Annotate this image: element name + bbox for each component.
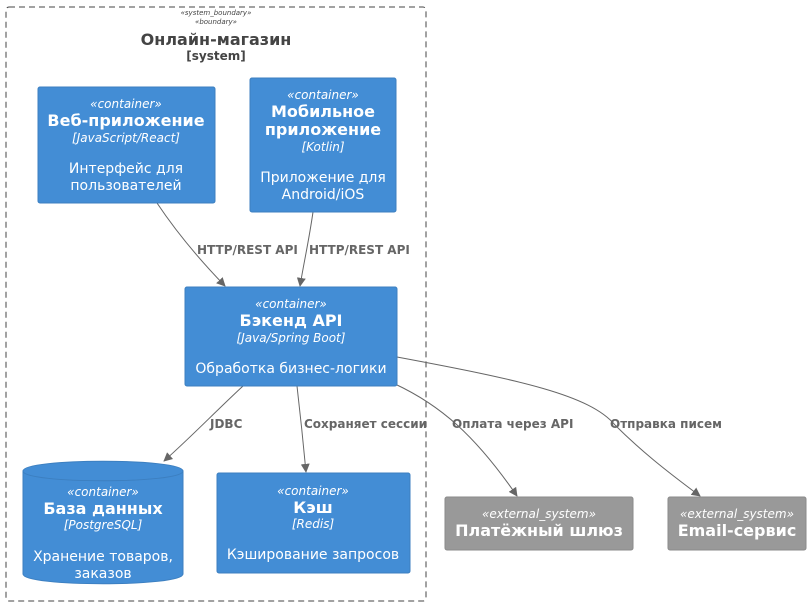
container-cache: «container» Кэш [Redis] Кэширование запр…: [216, 472, 411, 574]
container-mobile-app: «container» Мобильное приложение [Kotlin…: [249, 77, 397, 213]
web-app-title: Веб-приложение: [47, 111, 204, 130]
payment-gateway-title: Платёжный шлюз: [455, 521, 623, 540]
database-desc-line2: заказов: [74, 566, 131, 582]
edge-mobile-backend: [296, 211, 314, 287]
container-backend-api: «container» Бэкенд API [Java/Spring Boot…: [184, 286, 398, 387]
email-service-box: [667, 496, 807, 551]
external-email-service: «external_system» Email-сервис: [667, 496, 807, 551]
database-desc-line1: Хранение товаров,: [33, 549, 173, 565]
cache-title: Кэш: [293, 498, 333, 517]
web-app-box: [37, 86, 216, 204]
mobile-app-title-line1: Мобильное: [271, 102, 375, 121]
cache-stereotype: «container»: [277, 484, 349, 498]
database-cylinder-rim: [22, 470, 184, 482]
edge-backend-payment: [394, 383, 518, 497]
external-payment-gateway: «external_system» Платёжный шлюз: [444, 496, 634, 551]
edge-label-backend-db: JDBC: [209, 417, 243, 431]
edges: HTTP/REST API HTTP/REST API JDBC Сохраня…: [156, 202, 722, 497]
backend-api-stereotype: «container»: [255, 297, 327, 311]
system-boundary: «system_boundary» «boundary» Онлайн-мага…: [5, 6, 427, 602]
cache-desc: Кэширование запросов: [227, 547, 399, 563]
database-stereotype: «container»: [67, 485, 139, 499]
edge-label-web-backend: HTTP/REST API: [197, 243, 298, 257]
database-tech: [PostgreSQL]: [64, 518, 143, 532]
container-database: «container» База данных [PostgreSQL] Хра…: [22, 460, 184, 585]
database-title: База данных: [43, 499, 163, 518]
backend-api-desc: Обработка бизнес-логики: [195, 361, 386, 377]
email-service-title: Email-сервис: [678, 521, 797, 540]
container-web-app: «container» Веб-приложение [JavaScript/R…: [37, 86, 216, 204]
backend-api-box: [184, 286, 398, 387]
edge-web-backend: [156, 202, 226, 287]
cache-tech: [Redis]: [292, 517, 335, 531]
web-app-tech: [JavaScript/React]: [72, 131, 180, 145]
edge-label-mobile-backend: HTTP/REST API: [309, 243, 410, 257]
edge-label-backend-email: Отправка писем: [610, 417, 722, 431]
mobile-app-box: [249, 77, 397, 213]
mobile-app-tech: [Kotlin]: [301, 140, 344, 154]
web-app-stereotype: «container»: [90, 97, 162, 111]
system-boundary-frame: [5, 6, 427, 602]
edge-backend-cache: [296, 385, 310, 473]
backend-api-tech: [Java/Spring Boot]: [237, 331, 346, 345]
database-cylinder: [22, 460, 184, 585]
web-app-desc-line2: пользователей: [70, 178, 181, 194]
boundary-title: Онлайн-магазин: [141, 30, 292, 49]
boundary-subtitle: [system]: [186, 49, 245, 63]
edge-backend-db: [163, 385, 244, 462]
cache-box: [216, 472, 411, 574]
web-app-desc-line1: Интерфейс для: [69, 161, 183, 177]
mobile-app-desc-line1: Приложение для: [260, 170, 386, 186]
payment-gateway-stereotype: «external_system»: [482, 507, 596, 521]
edge-backend-email: [396, 356, 701, 497]
payment-gateway-box: [444, 496, 634, 551]
backend-api-title: Бэкенд API: [240, 311, 343, 330]
edge-label-backend-payment: Оплата через API: [452, 417, 573, 431]
boundary-stereotype-secondary: «boundary»: [195, 18, 237, 26]
mobile-app-desc-line2: Android/iOS: [282, 187, 365, 203]
boundary-stereotype-primary: «system_boundary»: [181, 9, 252, 17]
email-service-stereotype: «external_system»: [680, 507, 794, 521]
mobile-app-title-line2: приложение: [265, 120, 381, 139]
mobile-app-stereotype: «container»: [287, 88, 359, 102]
edge-label-backend-cache: Сохраняет сессии: [304, 417, 427, 431]
